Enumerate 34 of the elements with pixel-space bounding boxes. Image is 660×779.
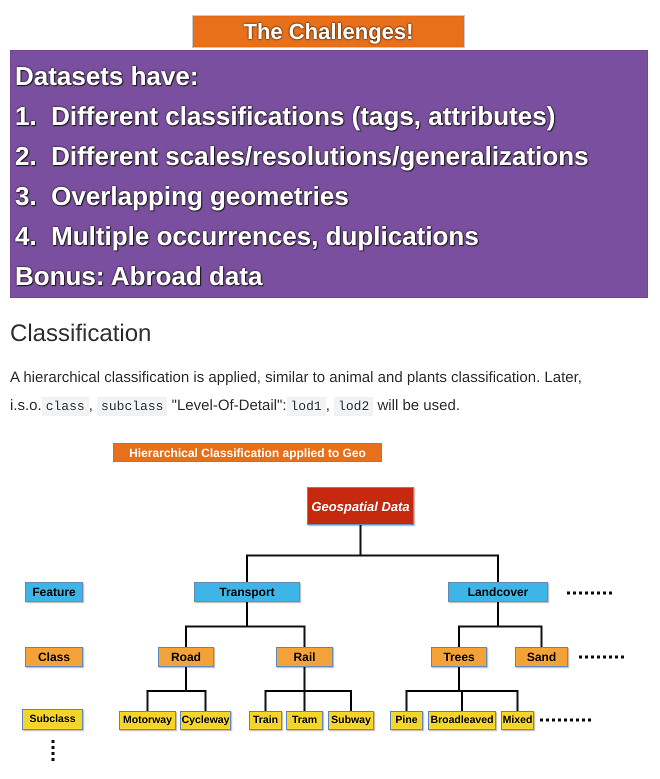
title-banner: The Challenges!	[192, 15, 465, 48]
connector-line	[304, 667, 352, 711]
section-heading: Classification	[10, 319, 152, 349]
subclass-box: Broadleaved	[428, 711, 496, 730]
connector-line	[246, 602, 306, 647]
subclass-box: Subclass	[22, 709, 83, 730]
subclass-box: Cycleway	[180, 711, 231, 730]
subclass-box: Subway	[328, 711, 374, 730]
connector-line	[458, 667, 518, 711]
subclass-box: Pine	[390, 711, 423, 730]
class-box: Rail	[276, 647, 333, 667]
feature-box: Feature	[25, 582, 83, 602]
class-box: Class	[25, 647, 83, 667]
feature-box: Landcover	[448, 582, 548, 602]
connector-line	[360, 525, 499, 582]
feature-box: Transport	[194, 582, 300, 602]
class-box: Trees	[431, 647, 487, 667]
diagram-title-banner: Hierarchical Classification applied to Geo	[113, 443, 382, 462]
subclass-box: Tram	[286, 711, 323, 730]
subclass-box: Motorway	[119, 711, 176, 730]
challenge-text: Datasets have:	[15, 60, 200, 93]
connector-line	[497, 602, 542, 647]
class-box: Sand	[515, 647, 568, 667]
class-box: Road	[158, 647, 214, 667]
root-box: Geospatial Data	[307, 487, 414, 525]
challenge-text: Bonus: Abroad data	[15, 260, 264, 293]
subclass-box: Train	[249, 711, 282, 730]
challenge-text: 1. Different classifications (tags, attributes)	[15, 100, 556, 133]
challenge-text: 2. Different scales/resolutions/generalizations	[15, 140, 590, 173]
challenge-text: 4. Multiple occurrences, duplications	[15, 220, 480, 253]
subclass-box: Mixed	[501, 711, 534, 730]
challenge-text: 3. Overlapping geometries	[15, 180, 350, 213]
connector-line	[185, 667, 206, 711]
paragraph: A hierarchical classification is applied, similar to animal and plants classification. Later, i.s.o. class , subclass "Level-Of-Detail": lod1 , lod2 will be used.	[10, 368, 583, 418]
